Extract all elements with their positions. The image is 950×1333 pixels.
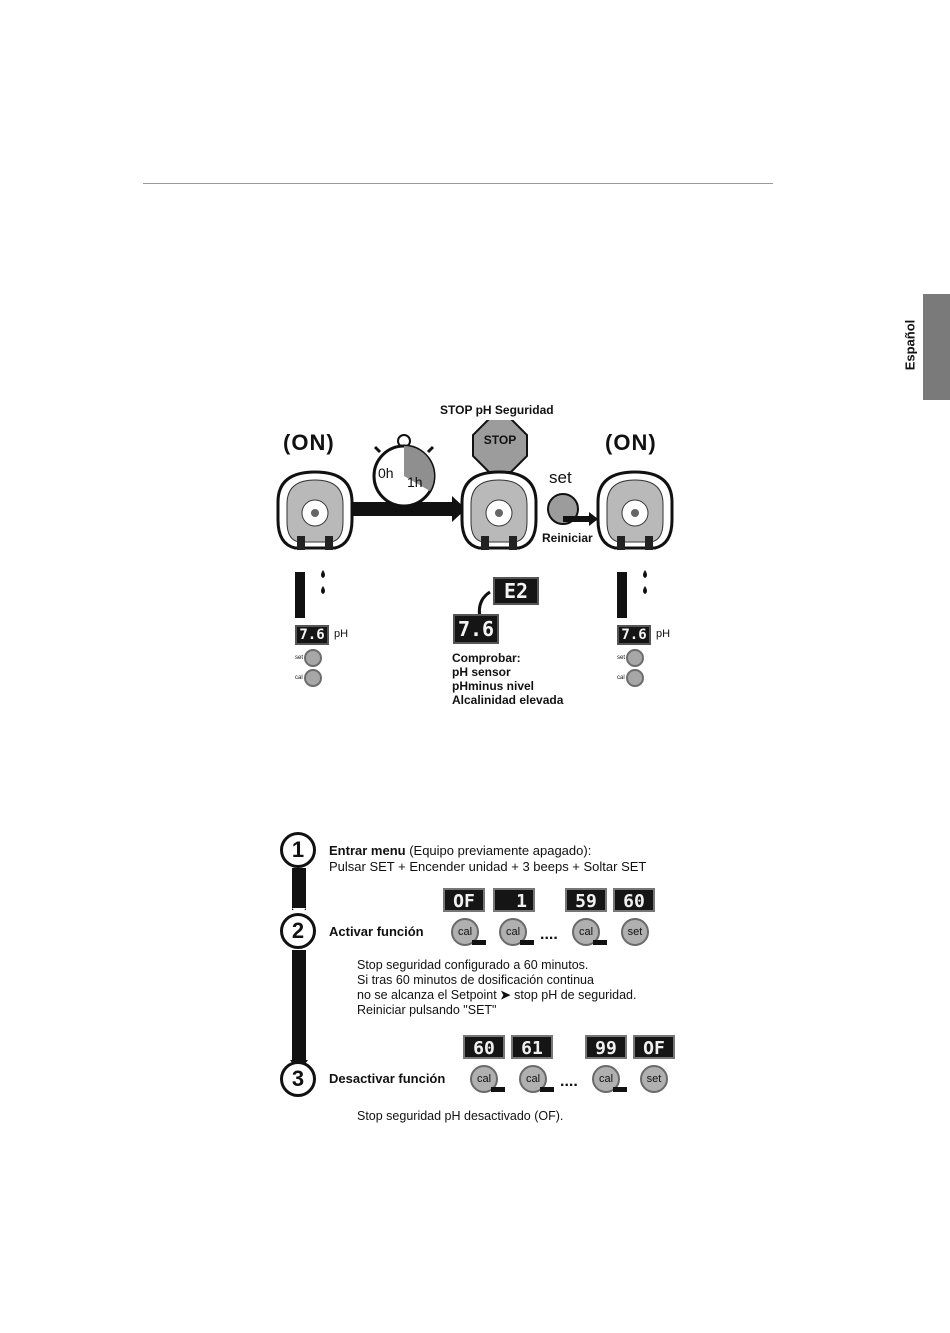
language-tab: [923, 294, 950, 400]
language-tab-label: Español: [902, 319, 918, 371]
step-2-set-button[interactable]: set: [621, 918, 649, 946]
step-3-display-3: 99: [585, 1035, 627, 1059]
step-3-set-button[interactable]: set: [640, 1065, 668, 1093]
steps-connector: [290, 868, 308, 1072]
set-button-right[interactable]: [626, 649, 644, 667]
step-2-number: 2: [280, 913, 316, 949]
pump-middle-icon: [460, 470, 538, 550]
check-list: Comprobar: pH sensor pHminus nivel Alcal…: [452, 651, 564, 707]
pump-left-icon: [276, 470, 354, 550]
step-3-note: Stop seguridad pH desactivado (OF).: [357, 1109, 564, 1123]
on-label-right: (ON): [605, 430, 657, 455]
stopwatch-icon: [372, 434, 436, 508]
header-rule: [143, 183, 773, 184]
step-1-text: Entrar menu (Equipo previamente apagado)…: [329, 843, 647, 874]
pump-diagram: [276, 420, 674, 627]
ph-unit-right: pH: [656, 628, 671, 640]
set-text-right: set: [617, 655, 626, 661]
diagram-title: STOP pH Seguridad: [440, 403, 554, 417]
step-3-display-4: OF: [633, 1035, 675, 1059]
reset-label: Reiniciar: [542, 531, 593, 545]
button-tail: [540, 1087, 554, 1092]
set-text-left: set: [295, 655, 304, 661]
button-tail: [520, 940, 534, 945]
step-1-number: 1: [280, 832, 316, 868]
arrow-bar: [352, 502, 452, 516]
button-tail: [593, 940, 607, 945]
step-3-display-2: 61: [511, 1035, 553, 1059]
stop-sign-label: STOP: [483, 433, 517, 447]
step-2-cal-button-1[interactable]: cal: [451, 918, 479, 946]
ph-display-left: 7.6: [295, 625, 329, 645]
pump-right-icon: [596, 470, 674, 550]
set-label: set: [549, 468, 572, 487]
ph-unit-left: pH: [334, 628, 349, 640]
step-2-display-2: 1: [493, 888, 535, 912]
timer-end: 1h: [407, 474, 423, 490]
step-3-title: Desactivar función: [329, 1071, 446, 1086]
step-2-display-1: OF: [443, 888, 485, 912]
button-tail: [472, 940, 486, 945]
ph-display-middle: 7.6: [453, 614, 499, 644]
cal-text-right: cal: [617, 675, 625, 681]
flow-bar-left: [295, 572, 305, 618]
step-2-notes: Stop seguridad configurado a 60 minutos.…: [357, 958, 637, 1017]
step-2-title: Activar función: [329, 924, 424, 939]
cal-button-right[interactable]: [626, 669, 644, 687]
step-3-display-1: 60: [463, 1035, 505, 1059]
cal-text-left: cal: [295, 675, 303, 681]
arrow-right-icon: ➤: [500, 988, 511, 1002]
ph-display-right: 7.6: [617, 625, 651, 645]
button-tail: [491, 1087, 505, 1092]
on-label-left: (ON): [283, 430, 335, 455]
error-display: E2: [493, 577, 539, 605]
step-2-display-4: 60: [613, 888, 655, 912]
step-2-cal-button-3[interactable]: cal: [572, 918, 600, 946]
step-2-display-3: 59: [565, 888, 607, 912]
button-tail: [613, 1087, 627, 1092]
cal-button-left[interactable]: [304, 669, 322, 687]
timer-start: 0h: [378, 465, 394, 481]
set-button-left[interactable]: [304, 649, 322, 667]
step-3-number: 3: [280, 1061, 316, 1097]
flow-bar-right: [617, 572, 627, 618]
step-2-dots: ....: [540, 926, 558, 943]
step-3-dots: ....: [560, 1073, 578, 1090]
